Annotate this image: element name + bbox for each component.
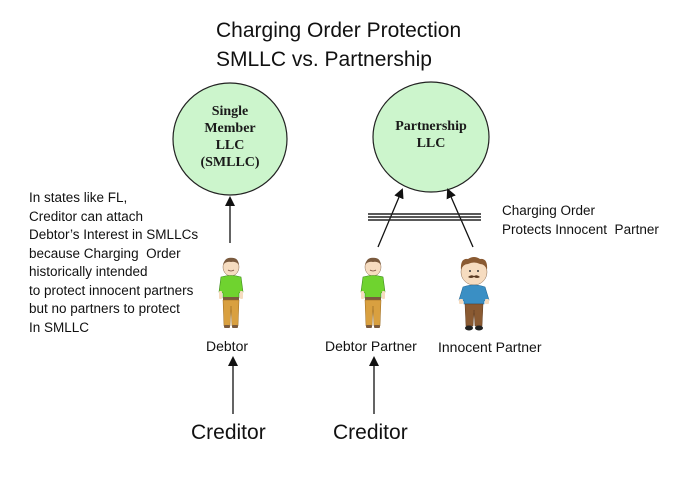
- note-line: Creditor can attach: [29, 208, 144, 224]
- note-line: Protects Innocent Partner: [502, 222, 659, 237]
- smllc-label-line: LLC: [215, 138, 245, 153]
- diagram-title: Charging Order Protection SMLLC vs. Part…: [216, 16, 461, 74]
- partnership-label-line: Partnership: [395, 119, 467, 134]
- innocent-partner-label: Innocent Partner: [438, 339, 542, 355]
- barrier-note: Charging Order Protects Innocent Partner: [502, 201, 659, 239]
- partnership-ellipse: [372, 81, 490, 193]
- debtor-partner-label: Debtor Partner: [325, 338, 417, 354]
- note-line: to protect innocent partners: [29, 282, 194, 298]
- title-line-1: Charging Order Protection: [216, 19, 462, 42]
- partnership-label-line: LLC: [416, 136, 446, 151]
- note-line: but no partners to protect: [29, 301, 180, 316]
- title-line-2: SMLLC vs. Partnership: [216, 48, 432, 71]
- debtor-figure-icon: [218, 257, 244, 328]
- charging-order-barrier: [368, 213, 481, 221]
- creditor-left-label: Creditor: [191, 421, 266, 444]
- smllc-label-line: (SMLLC): [200, 155, 260, 170]
- smllc-label: Single Member LLC (SMLLC): [180, 103, 280, 171]
- note-line: In states like FL,: [29, 190, 128, 205]
- smllc-explanation-note: In states like FL, Creditor can attach D…: [29, 189, 198, 337]
- creditor-right-label: Creditor: [333, 421, 408, 444]
- note-line: In SMLLC: [29, 319, 90, 335]
- smllc-label-line: Single: [211, 104, 249, 119]
- smllc-label-line: Member: [204, 121, 256, 136]
- innocent-partner-figure-icon: [458, 257, 490, 331]
- note-line: because Charging Order: [29, 245, 181, 261]
- arrow-innocent-partner-to-partnership: [446, 188, 474, 248]
- note-line: Charging Order: [502, 203, 596, 218]
- smllc-ellipse: [172, 82, 288, 196]
- arrow-debtor-partner-to-partnership: [377, 188, 404, 248]
- partnership-label: Partnership LLC: [376, 118, 486, 152]
- note-line: historically intended: [29, 264, 148, 279]
- note-line: Debtor’s Interest in SMLLCs: [29, 227, 199, 242]
- debtor-partner-figure-icon: [360, 257, 386, 328]
- debtor-label: Debtor: [206, 338, 249, 354]
